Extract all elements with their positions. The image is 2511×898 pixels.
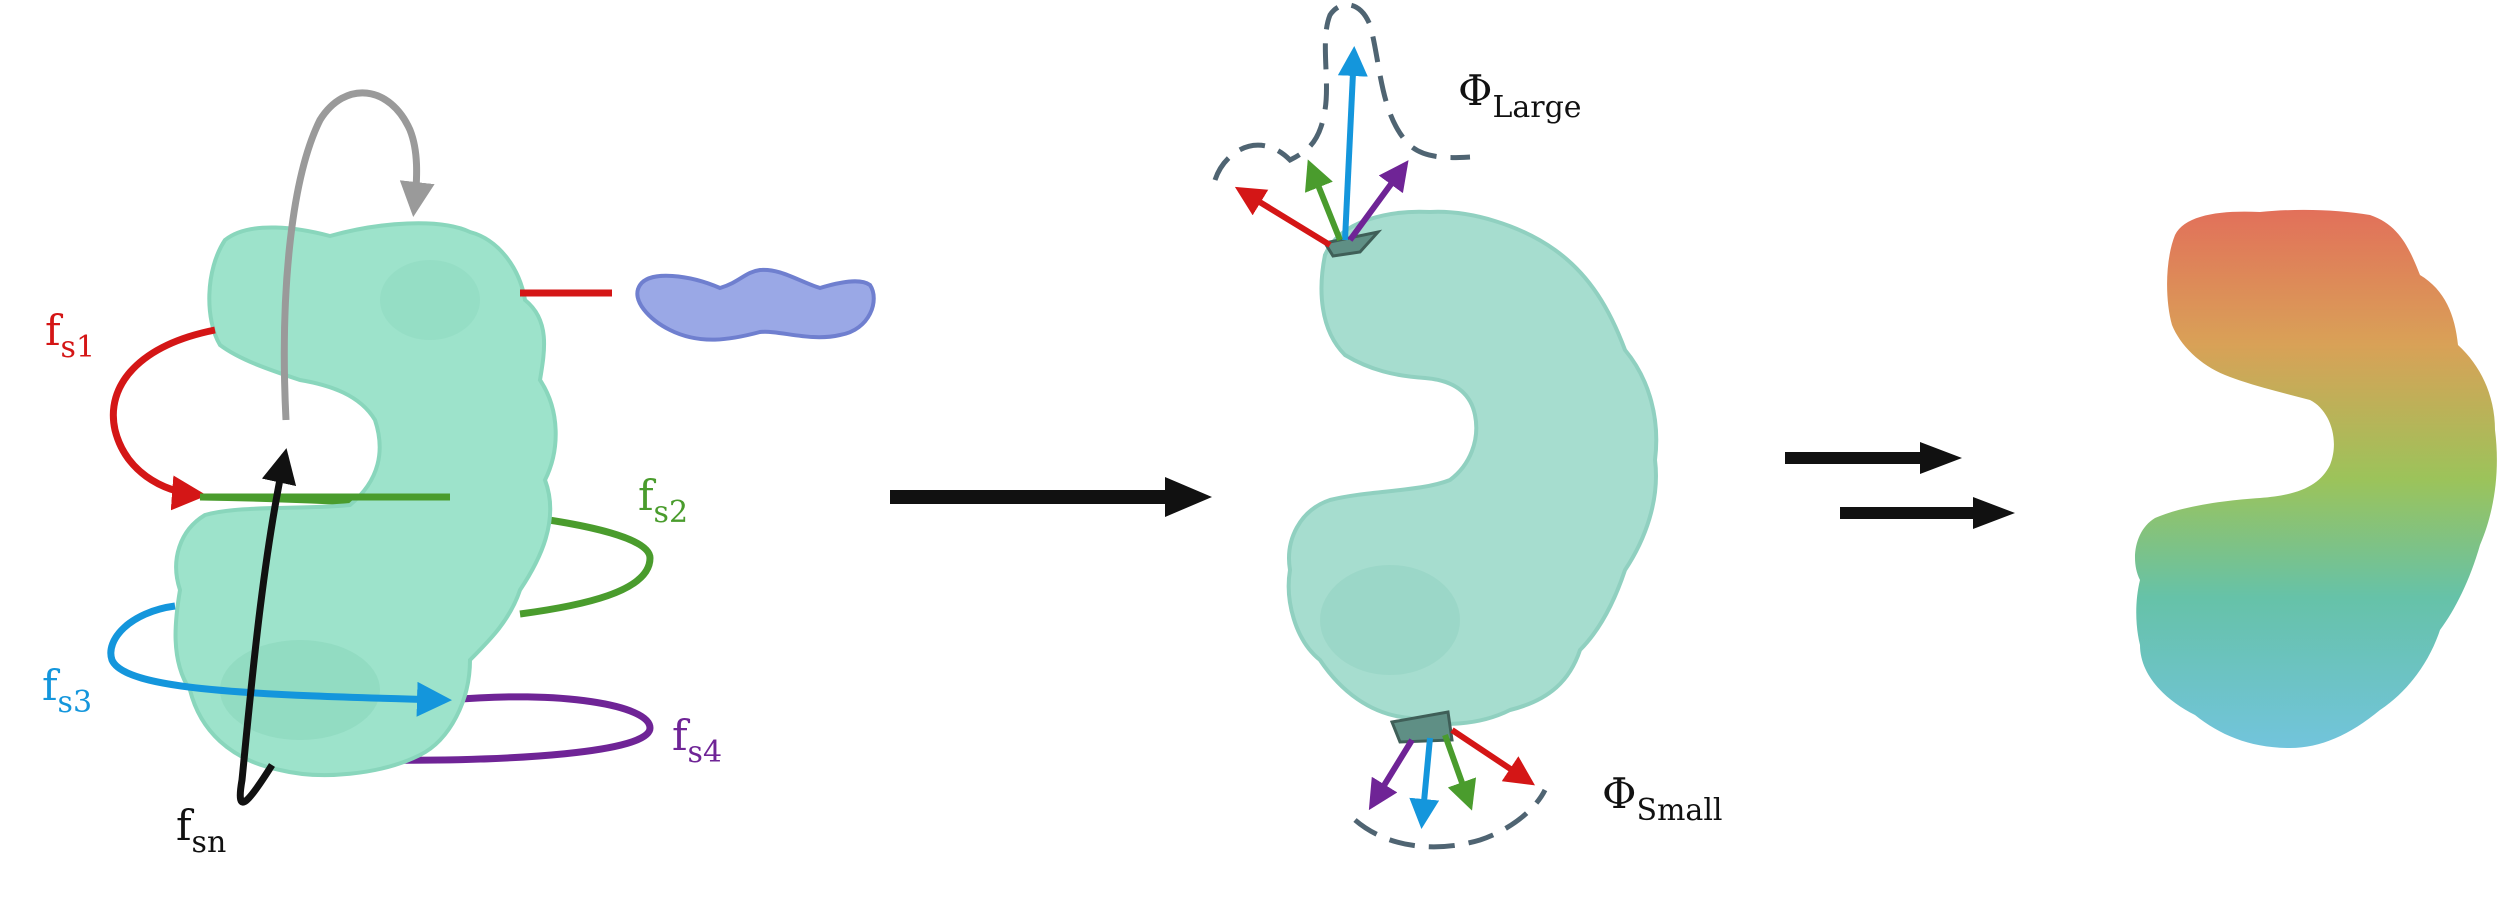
- vector-blue-top: [1337, 46, 1368, 241]
- vector-red-top: [1234, 186, 1332, 248]
- equilibrium-arrows-icon: [1785, 442, 2015, 529]
- label-fs4: fs4: [672, 711, 722, 770]
- arrow-gray-loop: [280, 89, 435, 421]
- vector-green-bottom: [1442, 733, 1477, 811]
- vector-green-top: [1304, 159, 1343, 242]
- protein-blob-gradient: [2135, 209, 2497, 748]
- label-phi-small: ΦSmall: [1602, 769, 1723, 828]
- label-fs3: fs3: [42, 661, 92, 720]
- vector-purple-top: [1347, 160, 1409, 242]
- ligand-blob-icon: [635, 267, 876, 342]
- arrow-fs1: [109, 326, 216, 511]
- envelope-large: [1212, 2, 1471, 181]
- patch-top: [1322, 229, 1383, 258]
- panel-right: [2135, 209, 2497, 748]
- vector-red-bottom: [1450, 727, 1535, 786]
- vector-purple-bottom: [1368, 738, 1415, 811]
- label-fs2: fs2: [638, 471, 688, 530]
- patch-bottom: [1389, 710, 1454, 744]
- panel-left: fs1 fs2 fs3 fs4 fsn: [42, 89, 876, 860]
- arrow-fsn: [236, 448, 297, 806]
- label-fs1: fs1: [45, 306, 95, 365]
- arrow-fs3: [107, 602, 452, 717]
- vector-blue-bottom: [1409, 737, 1440, 829]
- loop-fs4-back: [359, 693, 654, 764]
- panel-middle: ΦLarge ΦSmall: [1212, 2, 1723, 850]
- label-fsn: fsn: [176, 801, 226, 860]
- envelope-small: [1353, 788, 1548, 850]
- label-phi-large: ΦLarge: [1458, 66, 1582, 125]
- process-arrow-icon: [890, 477, 1212, 517]
